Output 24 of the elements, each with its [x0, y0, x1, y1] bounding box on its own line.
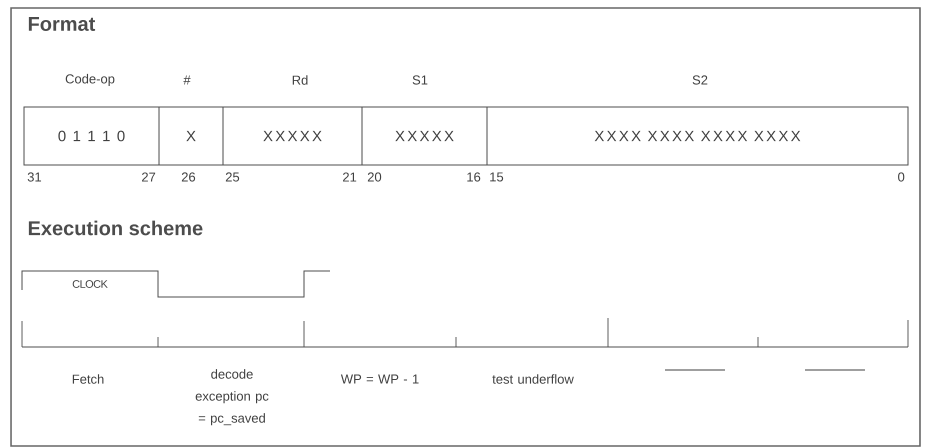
field-cell: X: [158, 106, 224, 166]
field-name: Code-op: [66, 74, 114, 86]
stage-label: decode exception pc = pc_saved: [196, 369, 268, 426]
stage-label: WP = WP - 1: [340, 374, 419, 384]
field-cell: XXXXX: [222, 106, 362, 166]
bit-number: 16: [467, 172, 480, 182]
stage-label: test underflow: [492, 374, 574, 384]
field-cell: XXXX XXXX XXXX XXXX: [486, 106, 908, 166]
bit-number: 26: [182, 172, 196, 182]
bit-number: 25: [226, 172, 240, 182]
field-name: S1: [412, 75, 428, 85]
heading: Format: [28, 17, 96, 31]
bit-number: 15: [490, 172, 504, 182]
field-name: S2: [692, 75, 708, 85]
stage-label: Fetch: [72, 374, 104, 384]
field-cell: 0 1 1 1 0: [24, 106, 160, 166]
field-name: Rd: [292, 75, 308, 85]
heading: Execution scheme: [28, 220, 202, 236]
bit-number: 27: [142, 172, 156, 182]
bit-number: 20: [368, 172, 382, 182]
field-cell: XXXXX: [362, 106, 488, 166]
signal-label: CLOCK: [72, 280, 108, 288]
bit-number: 21: [343, 172, 356, 182]
field-name: #: [183, 76, 191, 84]
